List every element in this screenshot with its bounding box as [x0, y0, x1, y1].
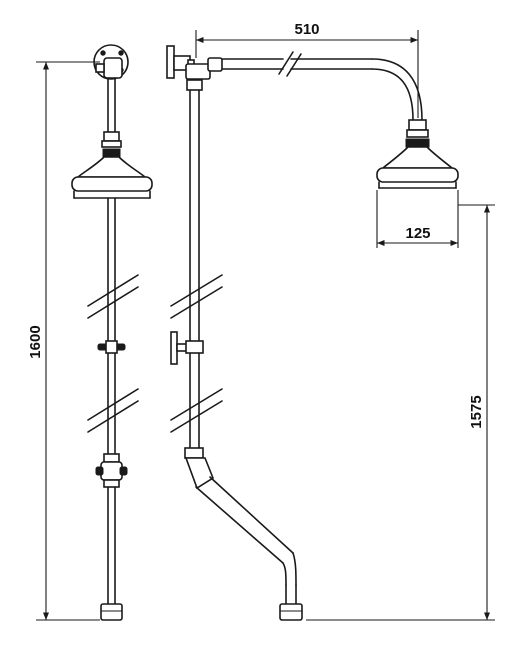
- front-break-marks: [87, 274, 139, 433]
- front-shower-head: [71, 156, 153, 199]
- side-elbow-fitting: [185, 57, 223, 80]
- wall-flange: [93, 44, 129, 80]
- front-view: [71, 44, 153, 621]
- side-riser-pipe: [186, 79, 203, 449]
- side-arm-pipe: [221, 51, 430, 148]
- dimension-label-125: 125: [405, 225, 430, 242]
- dimension-125: 125: [376, 190, 459, 248]
- front-riser-pipe: [107, 197, 116, 613]
- side-lower-offset: [184, 447, 303, 621]
- dimension-label-1600: 1600: [27, 325, 44, 358]
- side-slide-bracket: [170, 331, 204, 365]
- dimension-1600: 1600: [27, 61, 100, 621]
- dimension-1575: 1575: [306, 204, 495, 621]
- side-view: [166, 45, 459, 621]
- front-upper-pipe: [101, 77, 122, 158]
- dimension-label-510: 510: [294, 21, 319, 38]
- dimension-label-1575: 1575: [468, 395, 485, 428]
- side-shower-head: [376, 146, 459, 189]
- side-break-marks: [170, 274, 223, 433]
- dimension-510: 510: [195, 21, 419, 118]
- front-lower-fittings: [95, 453, 128, 621]
- front-slide-bracket: [97, 340, 126, 354]
